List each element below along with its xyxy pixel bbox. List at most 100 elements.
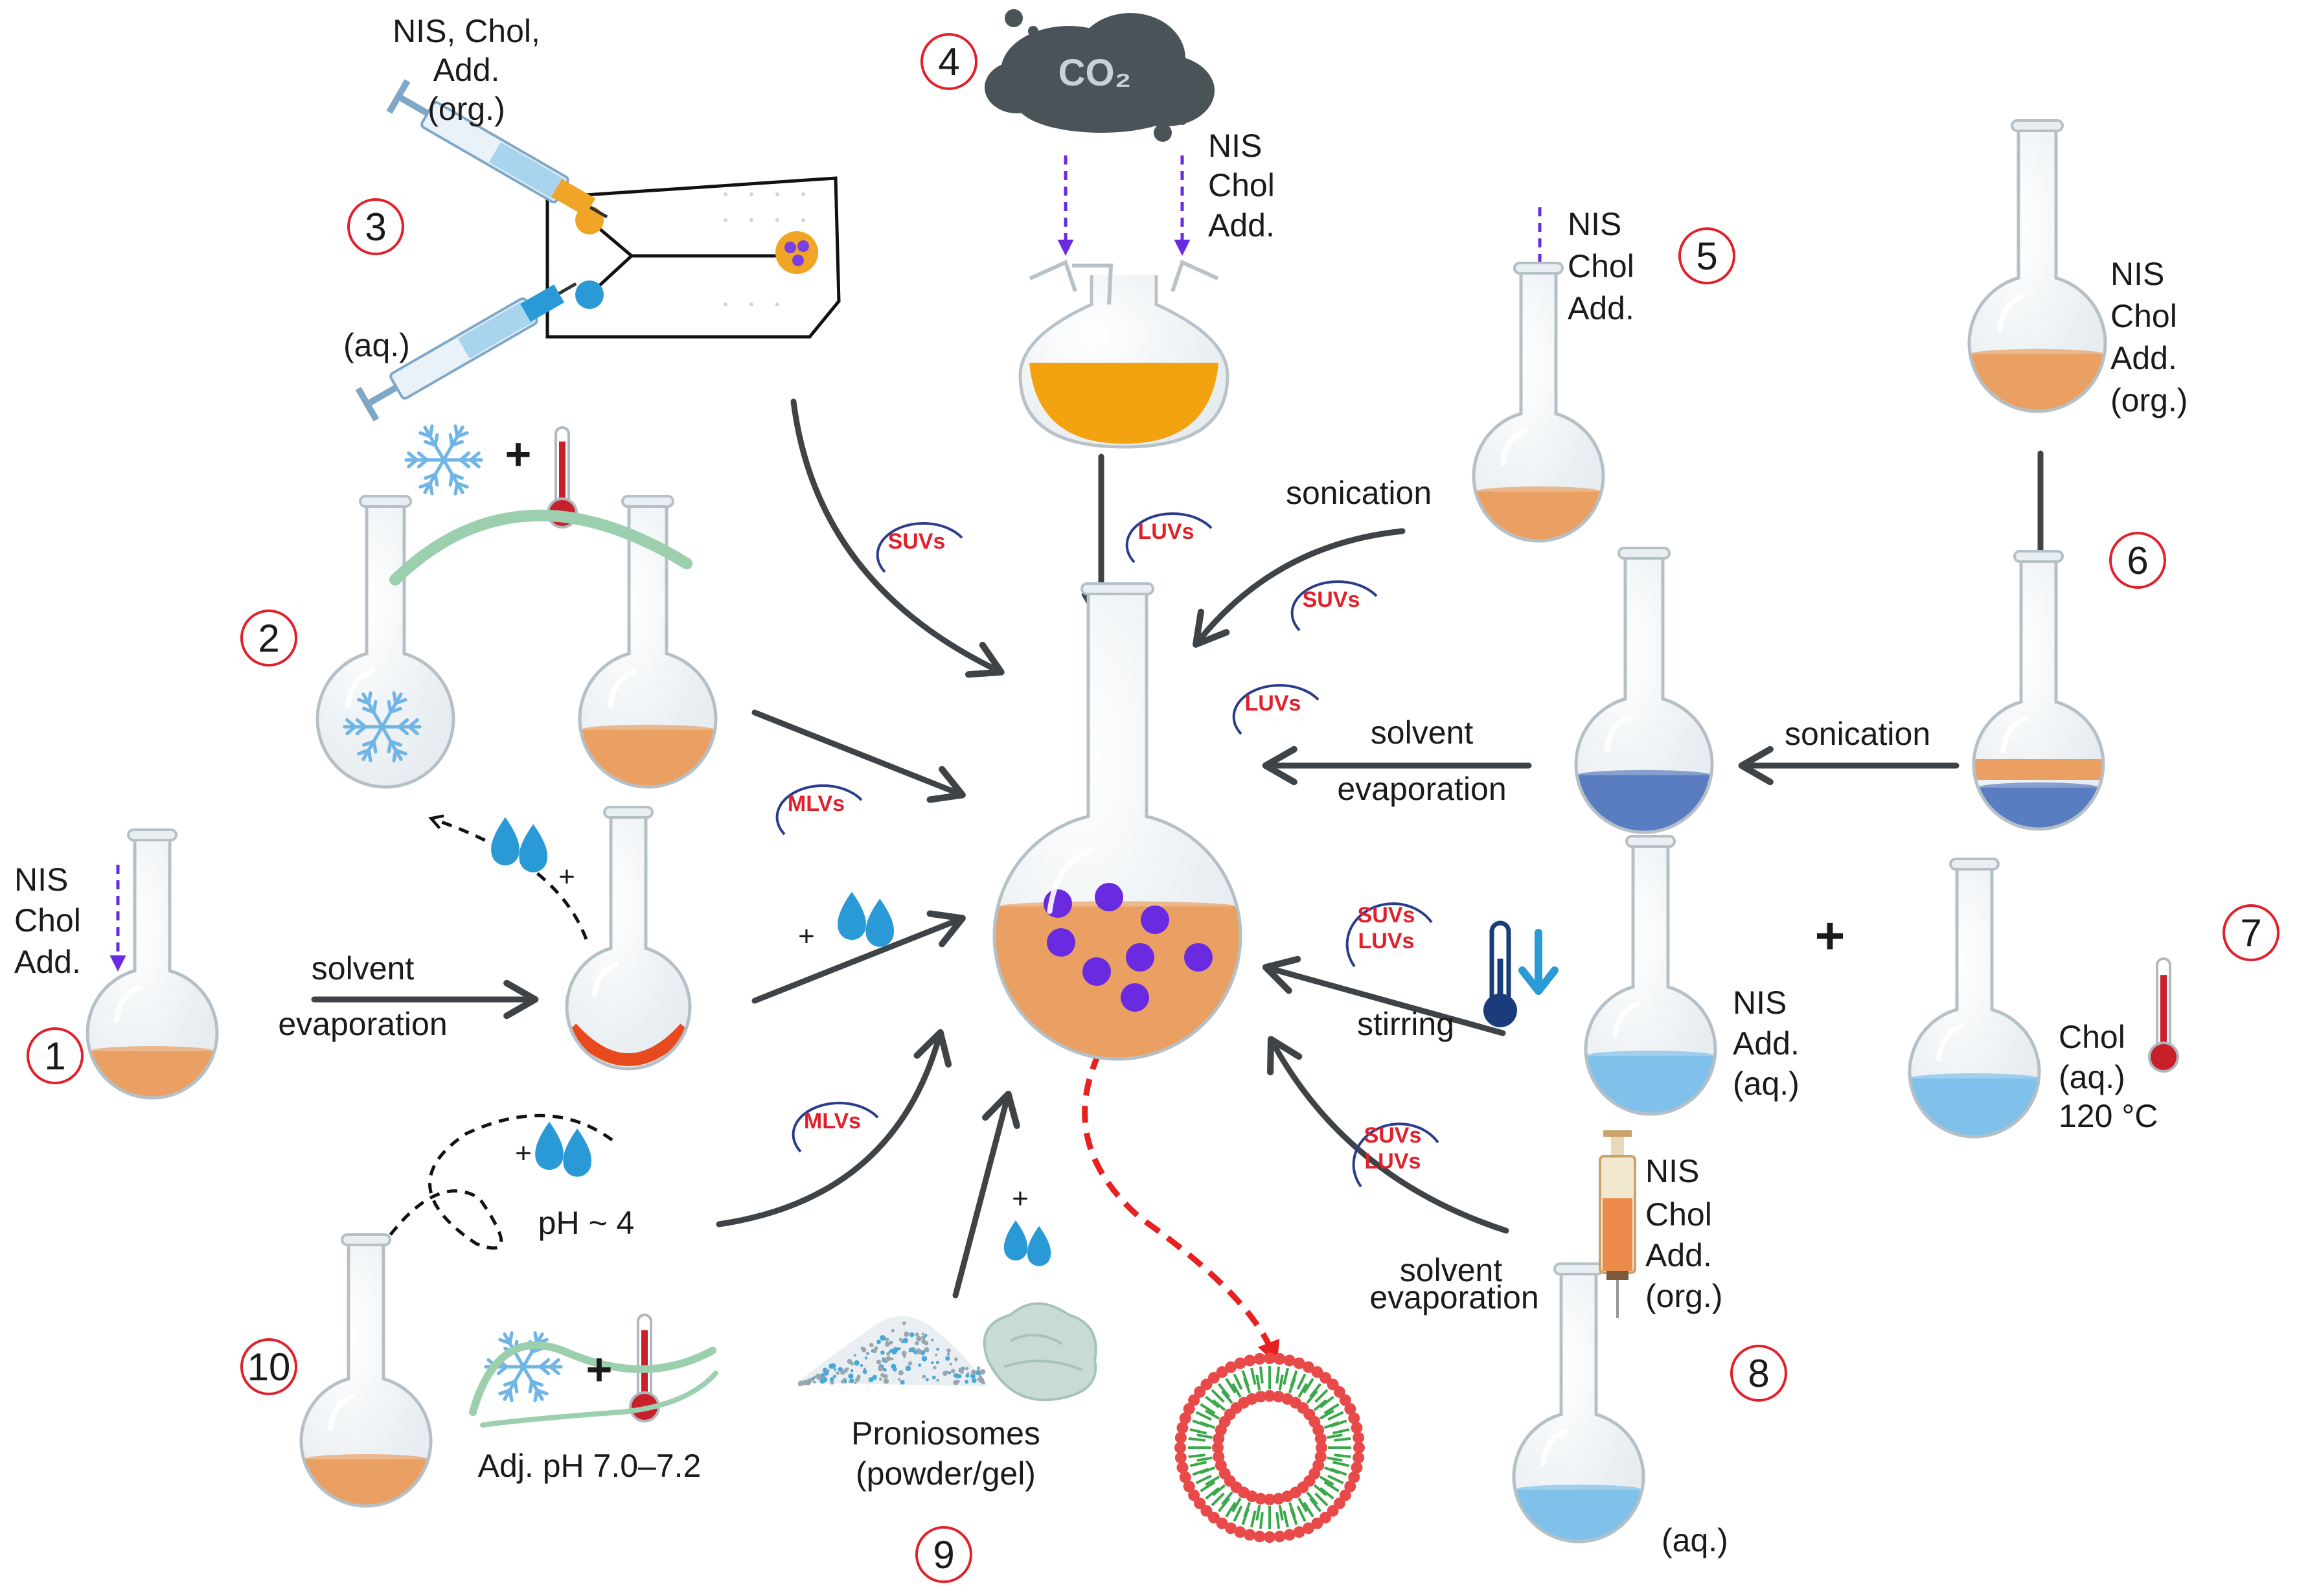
vesicle-dot: [1126, 943, 1154, 972]
m7-nis-1: NIS: [1733, 985, 1787, 1021]
vesicle-dot: [1141, 906, 1169, 934]
method-number-9: 9: [915, 1526, 972, 1583]
method-numbers: 1 2 3 4 5 6 7 8 9 10: [27, 33, 2280, 1583]
method-number-label: 5: [1696, 234, 1717, 278]
m5-reagent-3: Add.: [1568, 290, 1634, 326]
flask-center: [992, 582, 1242, 1061]
m3-aq: (aq.): [343, 327, 410, 363]
dashed-m2-freeze-loop: [428, 814, 588, 940]
vesicle-dot: [1047, 928, 1075, 957]
method-number-6: 6: [2109, 532, 2166, 589]
m3-org-2: Add.: [433, 52, 500, 88]
method-number-label: 3: [365, 205, 386, 249]
m4-reagent-2: Chol: [1208, 167, 1275, 203]
method-number-label: 7: [2240, 911, 2261, 955]
m6-step2-1: solvent: [1371, 714, 1474, 751]
microfluidic-chip: [355, 79, 841, 422]
m1-center-plus: +: [798, 920, 815, 952]
snowflake-icon: [404, 424, 483, 496]
water-drop-m9-icon: [1003, 1220, 1051, 1266]
flask-m1-evaporated: [565, 806, 692, 1071]
proniosomes: [797, 1302, 1097, 1402]
flasks: [86, 119, 2107, 1544]
m10-drop-plus: +: [515, 1137, 532, 1169]
m6-step2-2: evaporation: [1337, 771, 1506, 807]
m6-reagent-3: Add.: [2110, 340, 2177, 376]
vesicle-dot: [1095, 883, 1123, 911]
method-number-7: 7: [2223, 904, 2280, 961]
m5-reagent-1: NIS: [1568, 206, 1621, 242]
icons: [343, 424, 2179, 1422]
arrow-m3-to-center: [790, 398, 1005, 678]
m10-ribbon: [469, 1341, 716, 1416]
badge-suv-top: SUVs: [876, 522, 963, 573]
method-number-label: 1: [44, 1034, 65, 1078]
m6-reagent-2: Chol: [2110, 298, 2177, 334]
m9-label-2: (powder/gel): [856, 1455, 1036, 1492]
m1-reagent-1: NIS: [14, 861, 68, 898]
method-number-label: 10: [247, 1345, 291, 1389]
m4-reagent-3: Add.: [1208, 207, 1275, 244]
arrow-m10-to-center: [716, 1029, 952, 1227]
m5-reagent-2: Chol: [1568, 248, 1634, 284]
m6-reagent-4: (org.): [2110, 382, 2188, 418]
method-number-label: 6: [2127, 539, 2148, 582]
cooling-thermometer-icon: [1483, 920, 1559, 1027]
co2-cloud: CO₂: [985, 9, 1215, 142]
badge-label: LUVs: [1358, 929, 1415, 953]
method-number-5: 5: [1678, 227, 1735, 284]
m5-step: sonication: [1286, 475, 1432, 511]
m1-reagent-2: Chol: [14, 902, 81, 939]
m8-reagent-3: Add.: [1645, 1237, 1712, 1273]
m6-step: sonication: [1785, 716, 1930, 752]
arrow-m7-to-center: [1262, 955, 1506, 1036]
badge-mlv-left: MLVs: [775, 784, 863, 836]
method-number-2: 2: [240, 610, 297, 667]
thermometer-m7-icon: [2148, 957, 2179, 1073]
m10-plus: +: [586, 1344, 613, 1395]
badge-label: LUVs: [1365, 1149, 1421, 1174]
m7-chol-2: (aq.): [2059, 1059, 2125, 1095]
water-drop-m10-icon: [535, 1121, 592, 1177]
m10-adj: Adj. pH 7.0–7.2: [478, 1448, 702, 1484]
flask-m8: [1512, 1262, 1645, 1544]
method-number-3: 3: [347, 198, 404, 255]
m7-nis-3: (aq.): [1733, 1066, 1800, 1102]
m8-aq: (aq.): [1662, 1522, 1728, 1558]
niosome-vesicle: [1174, 1352, 1365, 1543]
vesicle-dot: [1082, 957, 1111, 986]
method-number-label: 8: [1748, 1352, 1769, 1395]
vesicle-dot: [1121, 983, 1149, 1012]
method-number-label: 2: [258, 617, 279, 660]
m8-reagent-4: (org.): [1645, 1278, 1722, 1314]
co2-label: CO₂: [1058, 52, 1132, 94]
process-arrows: [311, 398, 2061, 1299]
snowflake-in-flask-icon: [343, 691, 422, 762]
vesicle-dot: [1044, 889, 1072, 918]
dashed-m10-loop: [360, 1113, 613, 1282]
badge-label: LUVs: [1245, 691, 1301, 716]
m8-step-2: evaporation: [1369, 1279, 1538, 1316]
flask-m6-top: [1967, 119, 2107, 413]
m4-reagent-1: NIS: [1208, 128, 1262, 164]
m8-reagent-1: NIS: [1645, 1153, 1699, 1189]
arrow-m2-to-center: [751, 709, 966, 803]
badge-label: SUVs: [1358, 903, 1415, 928]
m2-connector-arc: [389, 509, 692, 586]
m6-reagent-1: NIS: [2110, 256, 2164, 292]
badge-suv-right: SUVs: [1290, 580, 1378, 632]
method-number-8: 8: [1730, 1345, 1787, 1402]
badge-label: MLVs: [804, 1109, 861, 1134]
dashed-curves: [360, 814, 613, 1282]
flask-m2-heated: [578, 495, 718, 789]
m1-drop-plus: +: [558, 861, 575, 893]
water-drop-center-icon: [838, 891, 895, 947]
m7-plus: +: [1815, 907, 1846, 964]
m7-nis-2: Add.: [1733, 1025, 1800, 1062]
m3-org-1: NIS, Chol,: [393, 13, 540, 49]
method-number-label: 9: [933, 1533, 954, 1577]
method-number-4: 4: [920, 33, 977, 90]
